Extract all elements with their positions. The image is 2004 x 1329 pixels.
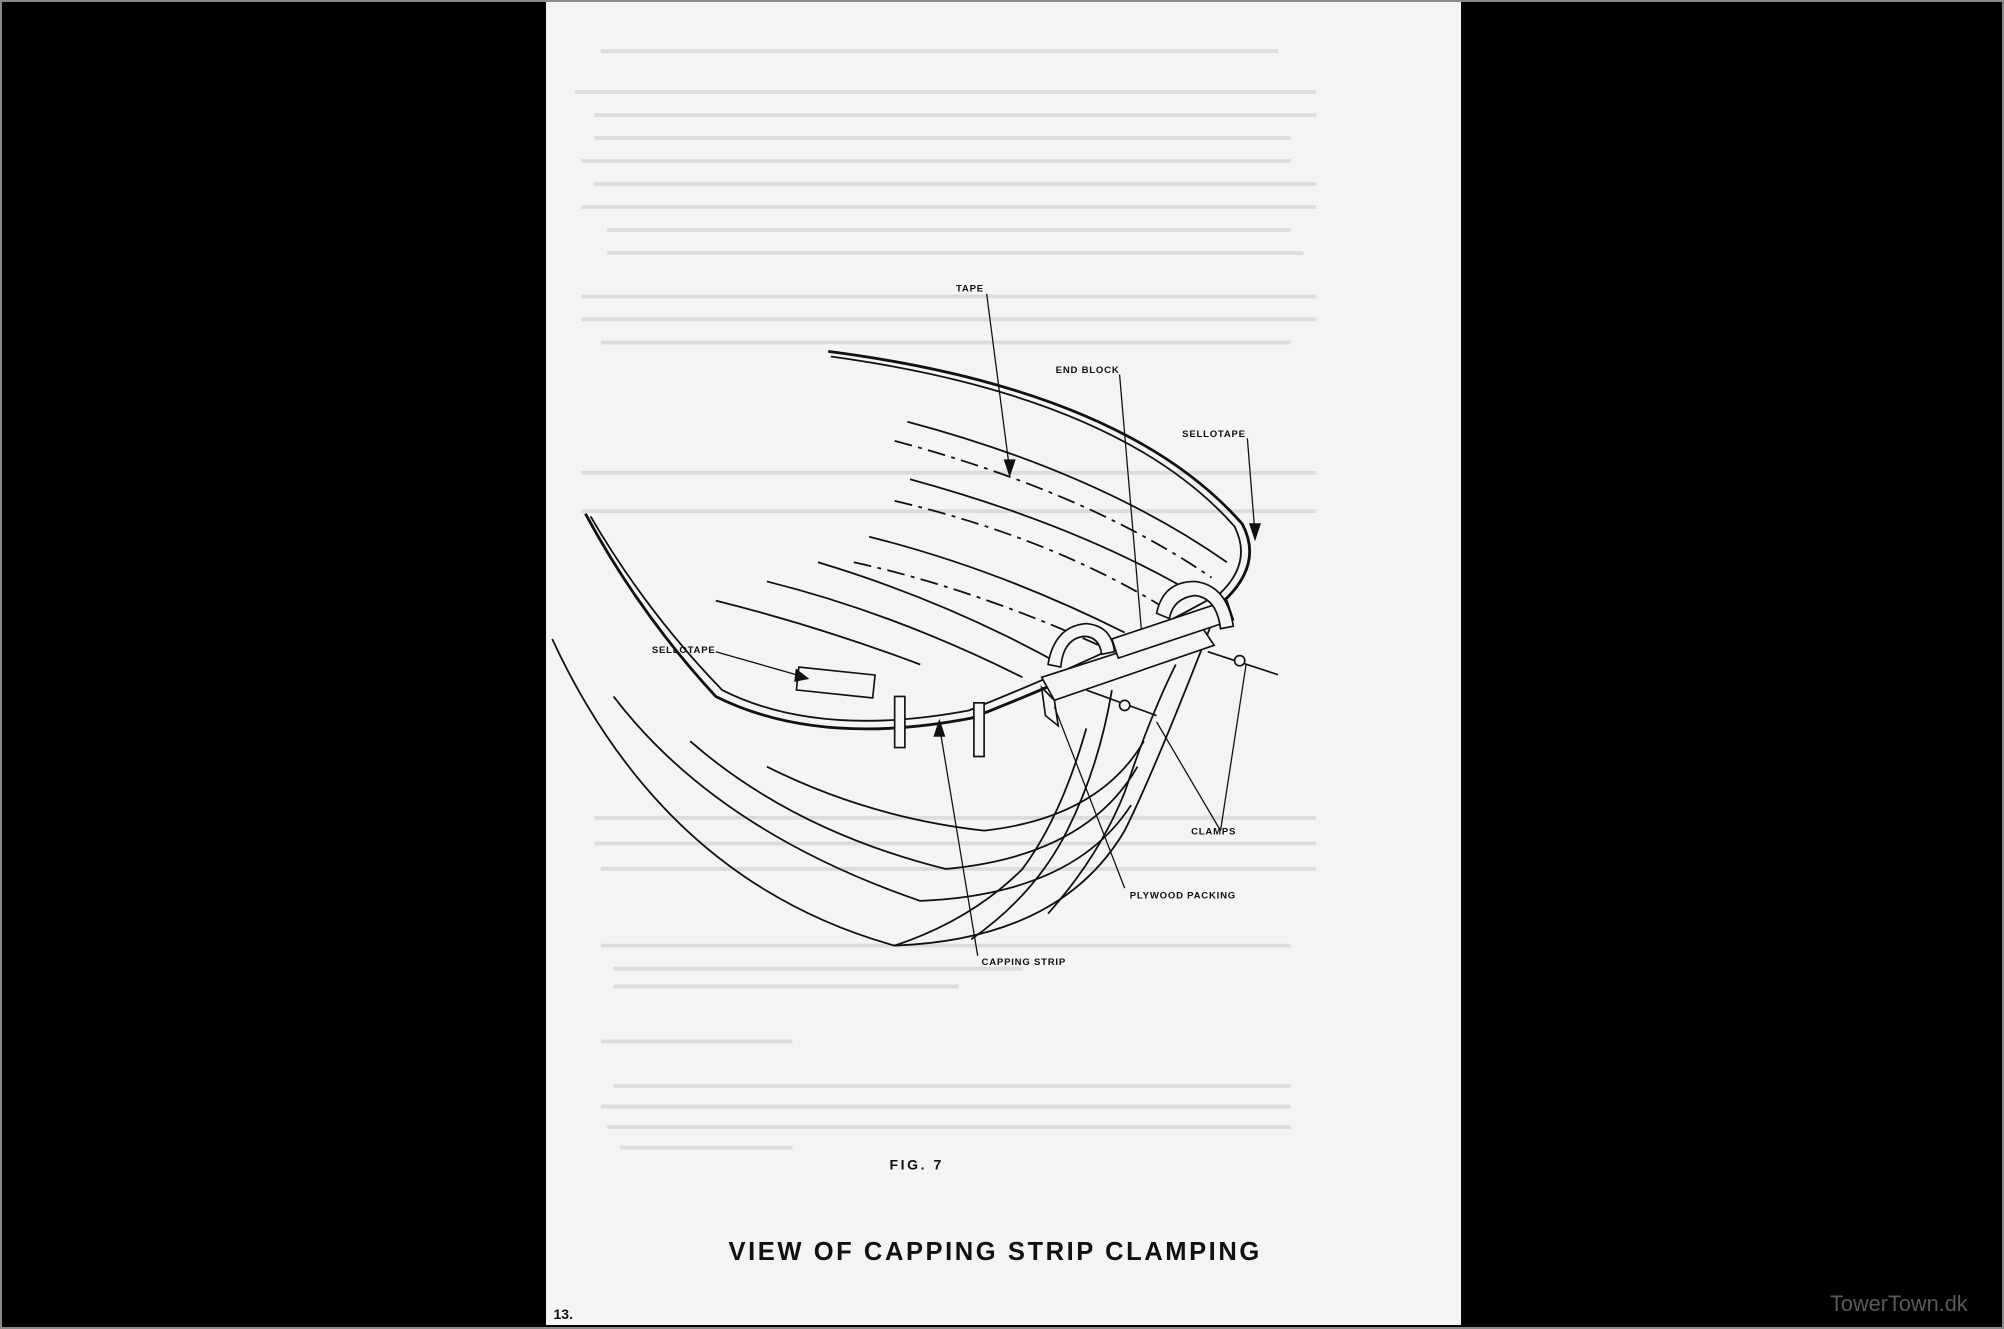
bleed-through-text (575, 49, 1317, 1150)
leader-lines (715, 293, 1262, 956)
page-number: 13. (553, 1306, 573, 1322)
label-clamps: CLAMPS (1191, 826, 1236, 837)
tape-strip (973, 702, 985, 758)
label-capping-strip: CAPPING STRIP (982, 957, 1066, 968)
label-sellotape-right: SELLOTAPE (1182, 429, 1246, 440)
label-sellotape-left: SELLOTAPE (652, 645, 716, 656)
clamp-left (1047, 622, 1116, 669)
watermark: TowerTown.dk (1830, 1291, 1968, 1316)
hull-outline (551, 350, 1252, 947)
label-tape: TAPE (956, 283, 984, 294)
label-end-block: END BLOCK (1056, 365, 1120, 376)
tape-strip (893, 695, 906, 749)
sellotape-left-patch (795, 666, 876, 699)
clamp-assembly (795, 580, 1279, 758)
end-block (1040, 685, 1060, 728)
label-plywood-packing: PLYWOOD PACKING (1130, 890, 1236, 901)
clamp-right (1155, 580, 1235, 630)
figure-title: VIEW OF CAPPING STRIP CLAMPING (729, 1238, 1262, 1266)
figure-number: FIG. 7 (890, 1156, 944, 1172)
